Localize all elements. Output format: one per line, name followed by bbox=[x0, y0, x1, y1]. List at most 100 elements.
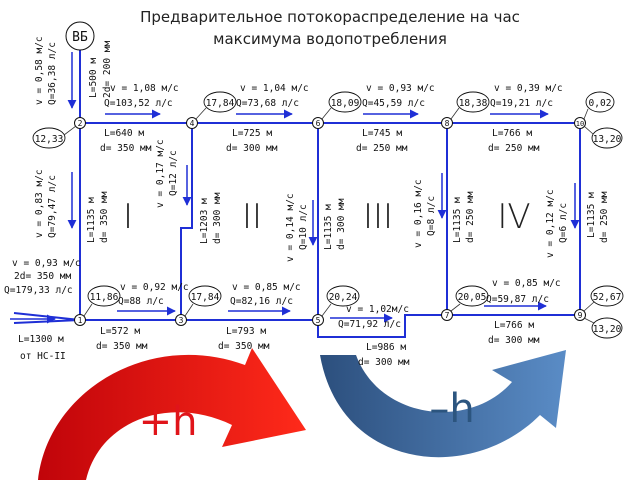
seg-8-10-flow: Q=19,21 л/с bbox=[490, 98, 553, 109]
node-3-number: 3 bbox=[179, 316, 184, 325]
seg-6-8-diameter: d= 250 мм bbox=[356, 143, 408, 154]
seg-4-6-flow: Q=73,68 л/с bbox=[236, 98, 299, 109]
inlet-length: L=1300 м bbox=[18, 334, 64, 345]
seg-5-7-length: L=986 м bbox=[366, 342, 406, 353]
node-1-number: 1 bbox=[78, 316, 83, 325]
seg-10-9-flow: Q=6 л/с bbox=[558, 203, 569, 243]
node-10-number: 10 bbox=[576, 120, 584, 128]
ring-3-label: III bbox=[363, 197, 393, 237]
seg-3-5-diameter: d= 350 мм bbox=[218, 341, 270, 352]
seg-10-9-diameter: d= 250 мм bbox=[599, 191, 610, 243]
seg-4-3-diameter: d= 300 мм bbox=[212, 192, 223, 244]
flow-arrows bbox=[10, 52, 580, 324]
seg-3-5-velocity: v = 0,85 м/с bbox=[232, 282, 301, 293]
seg-2-1-flow: Q=79,47 л/с bbox=[47, 175, 58, 238]
title-line-1: Предварительное потокораспределение на ч… bbox=[140, 8, 520, 26]
plus-h-label: +h bbox=[139, 399, 198, 445]
ring-4-label: IV bbox=[497, 197, 530, 237]
seg-1-3-diameter: d= 350 мм bbox=[96, 341, 148, 352]
seg-3-5-length: L=793 м bbox=[226, 326, 266, 337]
pressure-n9b: 13,20 bbox=[593, 324, 622, 335]
pressure-n10b: 13,20 bbox=[593, 134, 622, 145]
node-4 bbox=[186, 117, 198, 129]
inlet-flow: Q=179,33 л/с bbox=[4, 285, 73, 296]
seg-6-8-flow: Q=45,59 л/с bbox=[362, 98, 425, 109]
seg-6-5-velocity: v = 0,14 м/с bbox=[285, 193, 296, 262]
seg-2-4-diameter: d= 350 мм bbox=[100, 143, 152, 154]
node-9 bbox=[574, 309, 586, 321]
pressure-bubble-n6 bbox=[328, 91, 362, 113]
seg-6-5-length: L=1135 м bbox=[323, 204, 334, 250]
node-10 bbox=[574, 117, 586, 129]
tower-length: L=500 м bbox=[88, 58, 99, 98]
seg-3-5-flow: Q=82,16 л/с bbox=[230, 296, 293, 307]
pressure-bubble-n3 bbox=[188, 285, 222, 307]
pressure-n4: 17,84 bbox=[206, 98, 235, 109]
pressure-bubble-n10 bbox=[585, 91, 615, 113]
seg-7-9-diameter: d= 300 мм bbox=[488, 335, 540, 346]
pressure-bubble-n2 bbox=[32, 127, 66, 149]
pressure-n9: 52,67 bbox=[593, 292, 622, 303]
pressure-bubble-n5 bbox=[326, 285, 360, 307]
inlet-labels: v = 0,93 м/с 2d= 350 мм Q=179,33 л/с L=1… bbox=[4, 258, 81, 362]
seg-6-8-length: L=745 м bbox=[362, 128, 402, 139]
bottom-segment-labels: v = 0,92 м/с Q=88 л/с L=572 м d= 350 мм … bbox=[96, 278, 561, 368]
node-4-number: 4 bbox=[190, 119, 195, 128]
node-1 bbox=[74, 314, 86, 326]
node-5-number: 5 bbox=[316, 316, 321, 325]
seg-4-3-length: L=1203 м bbox=[199, 198, 210, 244]
ring-1-label: I bbox=[123, 197, 133, 237]
seg-2-1-diameter: d= 350 мм bbox=[99, 191, 110, 243]
node-2 bbox=[74, 117, 86, 129]
seg-4-3-flow: Q=12 л/с bbox=[168, 150, 179, 196]
water-tower-label: ВБ bbox=[72, 30, 88, 45]
seg-4-6-diameter: d= 300 мм bbox=[226, 143, 278, 154]
pressure-bubble-n9b bbox=[591, 317, 623, 339]
seg-1-3-length: L=572 м bbox=[100, 326, 140, 337]
seg-8-10-velocity: v = 0,39 м/с bbox=[494, 83, 563, 94]
node-7 bbox=[441, 309, 453, 321]
pressure-n8: 18,38 bbox=[459, 98, 488, 109]
node-8-number: 8 bbox=[445, 119, 450, 128]
tower-velocity: v = 0,58 м/с bbox=[34, 36, 45, 105]
seg-1-3-flow: Q=88 л/с bbox=[118, 296, 164, 307]
seg-2-1-length: L=1135 м bbox=[86, 197, 97, 243]
ring-numerals: I II III IV bbox=[123, 197, 531, 237]
seg-5-7-velocity: v = 1,02м/с bbox=[346, 304, 409, 315]
pressure-bubble-n7 bbox=[455, 285, 489, 307]
pressure-bubble-n4 bbox=[203, 91, 237, 113]
tower-diameter: 2d= 200 мм bbox=[102, 41, 113, 98]
title-line-2: максимума водопотребления bbox=[213, 30, 447, 48]
minus-h-curved-arrow bbox=[320, 350, 566, 458]
seg-5-7-diameter: d= 300 мм bbox=[358, 357, 410, 368]
seg-8-7-velocity: v = 0,16 м/с bbox=[413, 179, 424, 248]
seg-7-9-length: L=766 м bbox=[494, 320, 534, 331]
pressure-n6: 18,09 bbox=[331, 98, 360, 109]
pressure-n3: 17,84 bbox=[191, 292, 220, 303]
pressure-n1: 11,86 bbox=[90, 292, 119, 303]
seg-8-10-diameter: d= 250 мм bbox=[488, 143, 540, 154]
seg-10-9-length: L=1135 м bbox=[586, 192, 597, 238]
plus-h-curved-arrow bbox=[38, 348, 306, 480]
seg-10-9-velocity: v = 0,12 м/с bbox=[545, 189, 556, 258]
seg-8-10-length: L=766 м bbox=[492, 128, 532, 139]
seg-8-7-flow: Q=8 л/с bbox=[426, 196, 437, 236]
node-markers bbox=[74, 117, 586, 326]
seg-2-4-velocity: v = 1,08 м/с bbox=[110, 83, 179, 94]
vertical-segment-labels: v = 0,58 м/с Q=36,38 л/с L=500 м 2d= 200… bbox=[34, 36, 610, 262]
node-5 bbox=[312, 314, 324, 326]
pressure-n2: 12,33 bbox=[35, 134, 64, 145]
seg-4-6-velocity: v = 1,04 м/с bbox=[240, 83, 309, 94]
seg-4-3-velocity: v = 0,17 м/с bbox=[155, 139, 166, 208]
inlet-source: от НС-II bbox=[20, 351, 66, 362]
top-segment-labels: v = 1,08 м/с Q=103,52 л/с L=640 м d= 350… bbox=[100, 83, 563, 154]
node-7-number: 7 bbox=[445, 311, 450, 320]
node-3 bbox=[175, 314, 187, 326]
seg-6-5-flow: Q=10 л/с bbox=[298, 204, 309, 250]
seg-8-7-diameter: d= 250 мм bbox=[465, 191, 476, 243]
seg-2-4-length: L=640 м bbox=[104, 128, 144, 139]
inlet-velocity: v = 0,93 м/с bbox=[12, 258, 81, 269]
node-2-number: 2 bbox=[78, 119, 83, 128]
inlet-diameter: 2d= 350 мм bbox=[14, 271, 71, 282]
